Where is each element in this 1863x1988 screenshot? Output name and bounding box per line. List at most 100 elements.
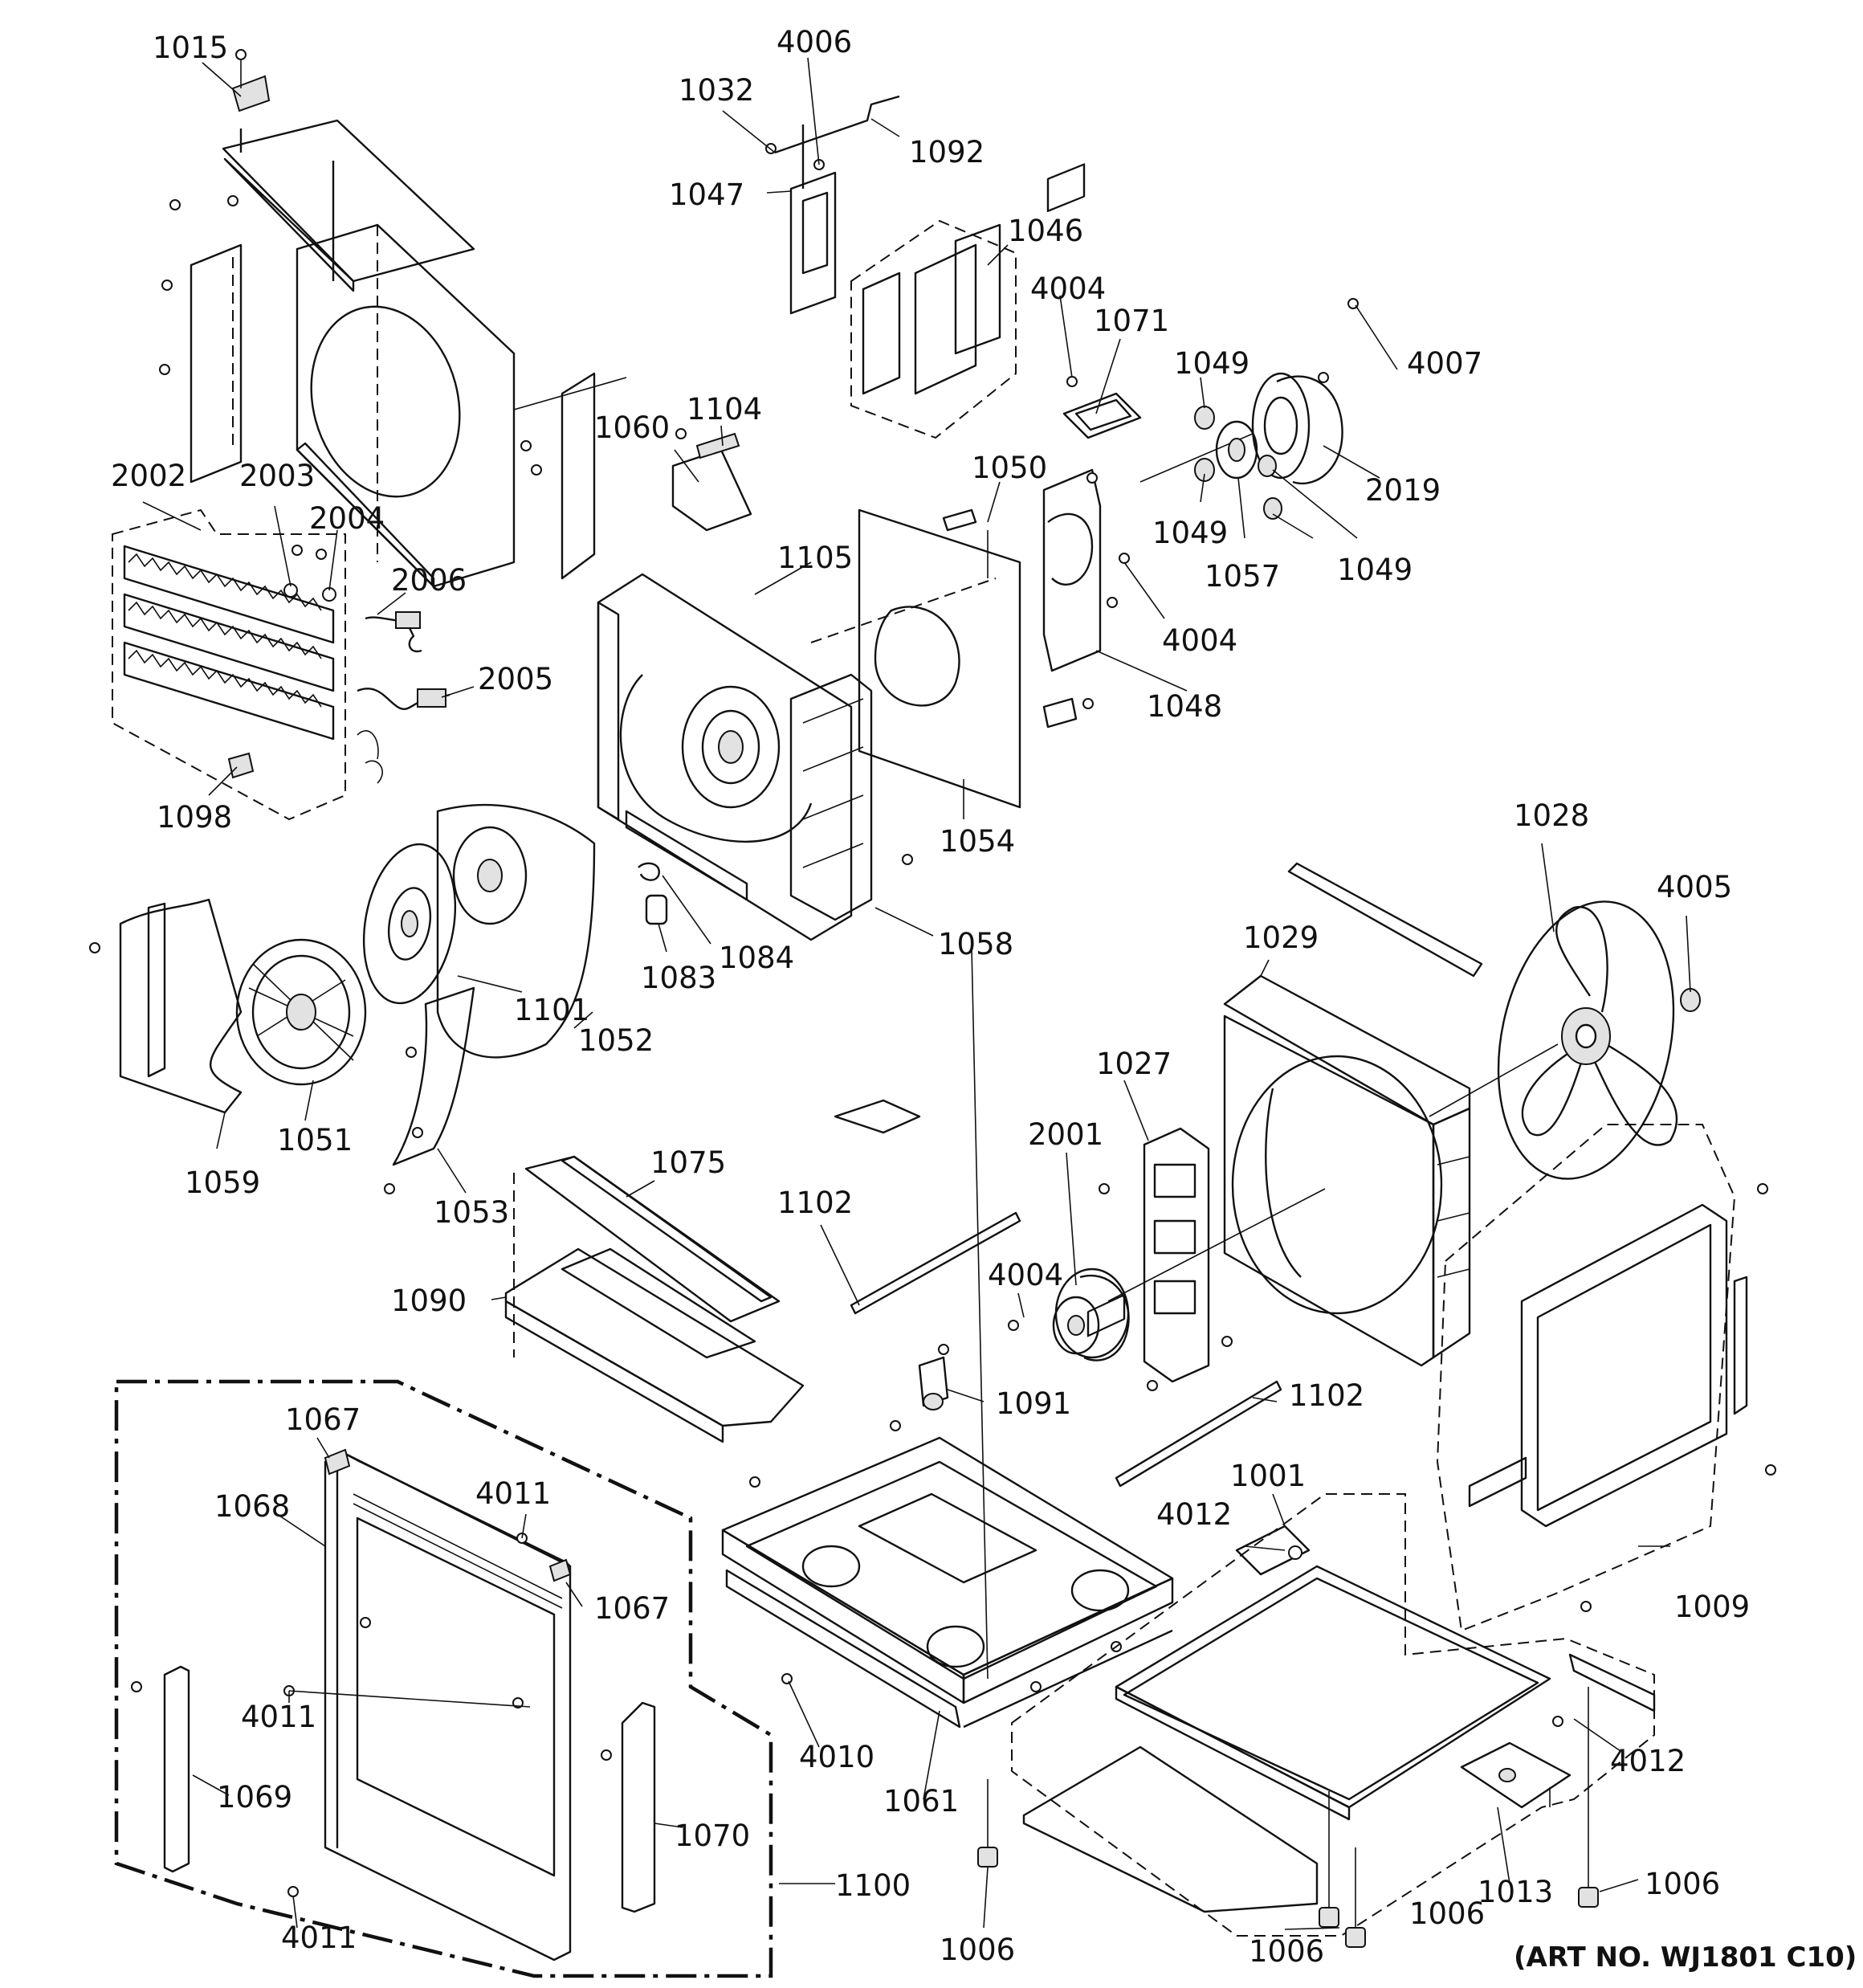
callout-4012: 4012 [1610,1744,1686,1778]
fan-motor-bracket [1099,1127,1233,1391]
callout-1091: 1091 [996,1386,1071,1421]
blower-scroll-right [436,803,596,1059]
callout-4012: 4012 [1156,1497,1232,1532]
blower-housing-frame [597,573,913,941]
callout-1104: 1104 [687,392,762,427]
callout-1068: 1068 [214,1489,290,1524]
callout-4004: 4004 [988,1258,1063,1292]
callout-1006: 1006 [1249,1934,1324,1969]
callout-1049: 1049 [1152,516,1228,550]
gasket-strips [834,1099,1282,1488]
callout-1071: 1071 [1094,304,1169,338]
blower-wheel-plate [362,843,457,1005]
callout-1057: 1057 [1205,559,1280,594]
callout-labels: 1015 4006 1032 1092 1047 1046 4004 1071 … [111,25,1857,1974]
callout-1070: 1070 [675,1819,750,1853]
callout-1047: 1047 [669,178,744,212]
callout-4007: 4007 [1407,346,1482,381]
callout-1046: 1046 [1008,214,1083,248]
leader-lines [142,57,1691,1930]
callout-1090: 1090 [391,1284,467,1318]
top-cover-panel [222,49,475,292]
callout-4011: 4011 [475,1476,551,1511]
callout-1049: 1049 [1174,346,1249,381]
callout-1059: 1059 [185,1165,260,1200]
callout-1102: 1102 [1289,1378,1364,1413]
blower-wheel [235,938,367,1086]
front-grille-assembly [114,1379,773,1978]
callout-2004: 2004 [309,501,385,536]
callout-4010: 4010 [799,1740,874,1774]
callout-1028: 1028 [1514,798,1589,833]
callout-1098: 1098 [157,800,232,835]
callout-1102: 1102 [777,1186,853,1220]
left-side-panel [159,195,243,484]
back-panel-large [296,161,516,588]
callout-1015: 1015 [153,31,228,65]
callout-2006: 2006 [391,563,467,598]
callout-1029: 1029 [1243,921,1319,955]
callout-1092: 1092 [909,135,984,169]
thermostat-switch [918,1344,949,1410]
callout-1060: 1060 [594,410,670,445]
switch-bracket [942,508,1094,729]
rear-grille-assembly [1436,1124,1776,1632]
air-filter-frame [765,95,1017,439]
callout-1006: 1006 [1409,1896,1485,1931]
callout-1006: 1006 [1645,1867,1720,1901]
divider-plate [810,508,1021,809]
callout-1100: 1100 [835,1868,911,1903]
callout-1050: 1050 [972,451,1047,485]
blower-scroll-left [89,898,243,1114]
callout-1051: 1051 [277,1123,353,1157]
callout-4011: 4011 [241,1700,316,1734]
callout-2002: 2002 [111,459,186,493]
heater-assembly [112,508,346,821]
cover-plate [1062,376,1142,439]
callout-1013: 1013 [1478,1875,1553,1909]
callout-1052: 1052 [578,1023,654,1058]
callout-2001: 2001 [1028,1117,1103,1152]
callout-1061: 1061 [883,1784,959,1819]
callout-1053: 1053 [434,1195,509,1230]
scroll-strip-1053 [384,986,475,1194]
callout-1009: 1009 [1674,1590,1750,1624]
base-pan [721,947,1174,1729]
right-side-strip [513,372,627,580]
duct-damper [671,428,752,532]
callout-1001: 1001 [1230,1459,1306,1493]
callout-1083: 1083 [641,961,716,995]
callout-2019: 2019 [1365,473,1441,508]
callout-1054: 1054 [940,824,1015,859]
bushings [638,862,668,925]
callout-4011: 4011 [281,1921,357,1955]
callout-1058: 1058 [938,927,1013,961]
callout-1067: 1067 [285,1402,361,1437]
drain-pan-lower [504,1247,805,1443]
motor-mount-bracket [1042,163,1130,672]
callout-2003: 2003 [239,459,315,493]
callout-1048: 1048 [1147,689,1222,724]
callout-1101: 1101 [514,993,589,1027]
callout-4005: 4005 [1657,870,1732,904]
callout-1075: 1075 [650,1145,726,1180]
blower-motor [1139,298,1359,520]
cabinet-base-assembly [977,1293,1656,1948]
callout-2005: 2005 [478,662,553,696]
art-number: (ART NO. WJ1801 C10) [1514,1941,1857,1974]
callout-1032: 1032 [679,73,754,108]
wire-harness [357,611,450,784]
drain-pan-upper [513,1155,781,1357]
condenser-fan-motor [1008,1188,1326,1361]
callout-1105: 1105 [777,541,853,575]
callout-4004: 4004 [1162,623,1237,658]
callout-4004: 4004 [1030,271,1106,306]
callout-1049: 1049 [1337,553,1413,587]
callout-1027: 1027 [1096,1047,1172,1081]
callout-1006: 1006 [940,1933,1015,1967]
callout-4006: 4006 [777,25,852,59]
condenser-shroud [1223,862,1483,1367]
condenser-fan-blade [1429,900,1701,1180]
callout-1067: 1067 [594,1591,670,1626]
